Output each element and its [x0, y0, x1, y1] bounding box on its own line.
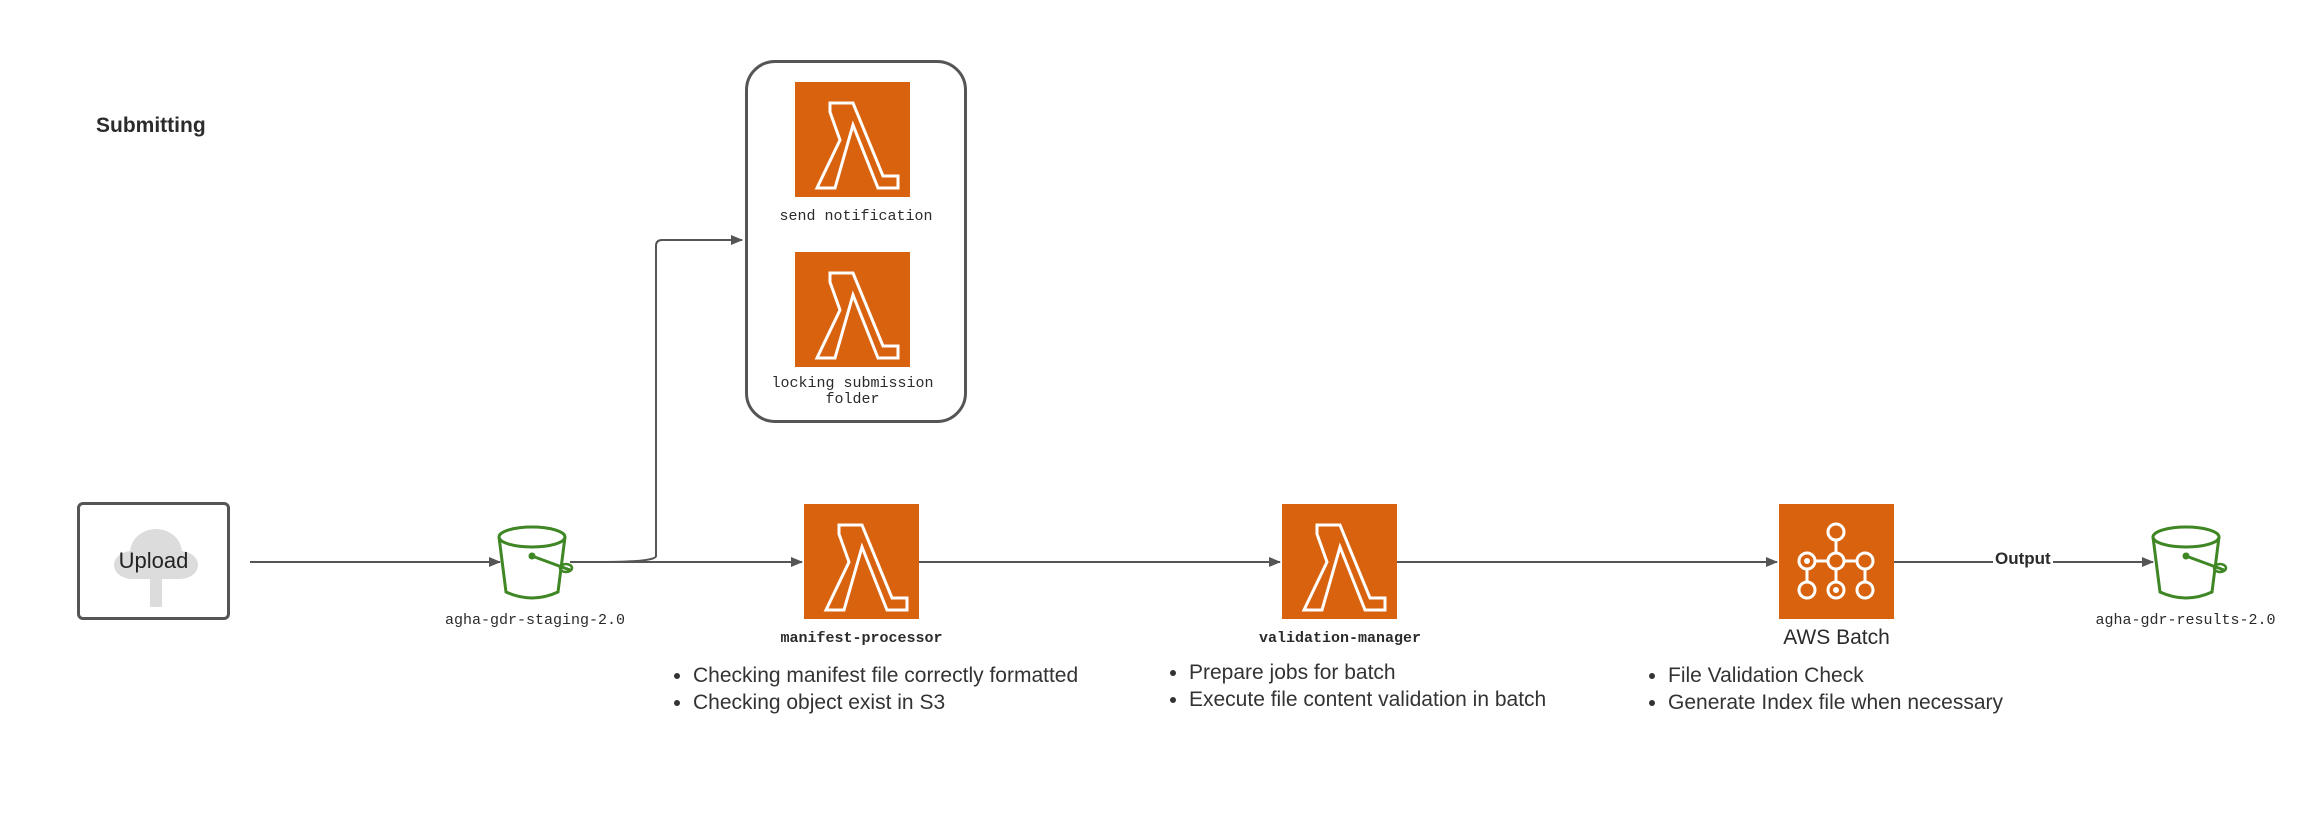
- notify-lambda-label: send notification: [779, 208, 933, 225]
- list-item: File Validation Check: [1668, 662, 2088, 689]
- list-item: Checking manifest file correctly formatt…: [693, 662, 1133, 689]
- list-item: Prepare jobs for batch: [1189, 659, 1549, 686]
- results-bucket-label: agha-gdr-results-2.0: [2095, 612, 2276, 629]
- output-label: Output: [1993, 549, 2053, 569]
- validation-manager-label: validation-manager: [1258, 630, 1422, 647]
- upload-box: Upload: [77, 502, 230, 620]
- diagram-title: Submitting: [96, 114, 206, 137]
- list-item: Generate Index file when necessary: [1668, 689, 2088, 716]
- lambda-icon: [795, 252, 910, 367]
- cloud-upload-icon: [114, 529, 198, 607]
- notification-group: [745, 60, 967, 423]
- manifest-bullets: Checking manifest file correctly formatt…: [677, 662, 1133, 716]
- arrow-staging-to-notify-group: [599, 235, 743, 563]
- aws-batch-label: AWS Batch: [1783, 626, 1890, 649]
- lambda-icon: [1282, 504, 1397, 619]
- validation-bullets: Prepare jobs for batch Execute file cont…: [1173, 659, 1549, 713]
- lambda-icon: [795, 82, 910, 197]
- list-item: Checking object exist in S3: [693, 689, 1133, 716]
- aws-batch-icon: [1779, 504, 1894, 619]
- lambda-icon: [804, 504, 919, 619]
- lock-lambda-label: locking submission folder: [771, 375, 934, 408]
- list-item: Execute file content validation in batch: [1189, 686, 1549, 713]
- s3-bucket-icon: [2151, 525, 2228, 600]
- s3-bucket-icon: [497, 525, 574, 600]
- manifest-processor-label: manifest-processor: [780, 630, 943, 647]
- batch-bullets: File Validation Check Generate Index fil…: [1652, 662, 2088, 716]
- staging-bucket-label: agha-gdr-staging-2.0: [444, 612, 626, 629]
- upload-label: Upload: [118, 548, 189, 573]
